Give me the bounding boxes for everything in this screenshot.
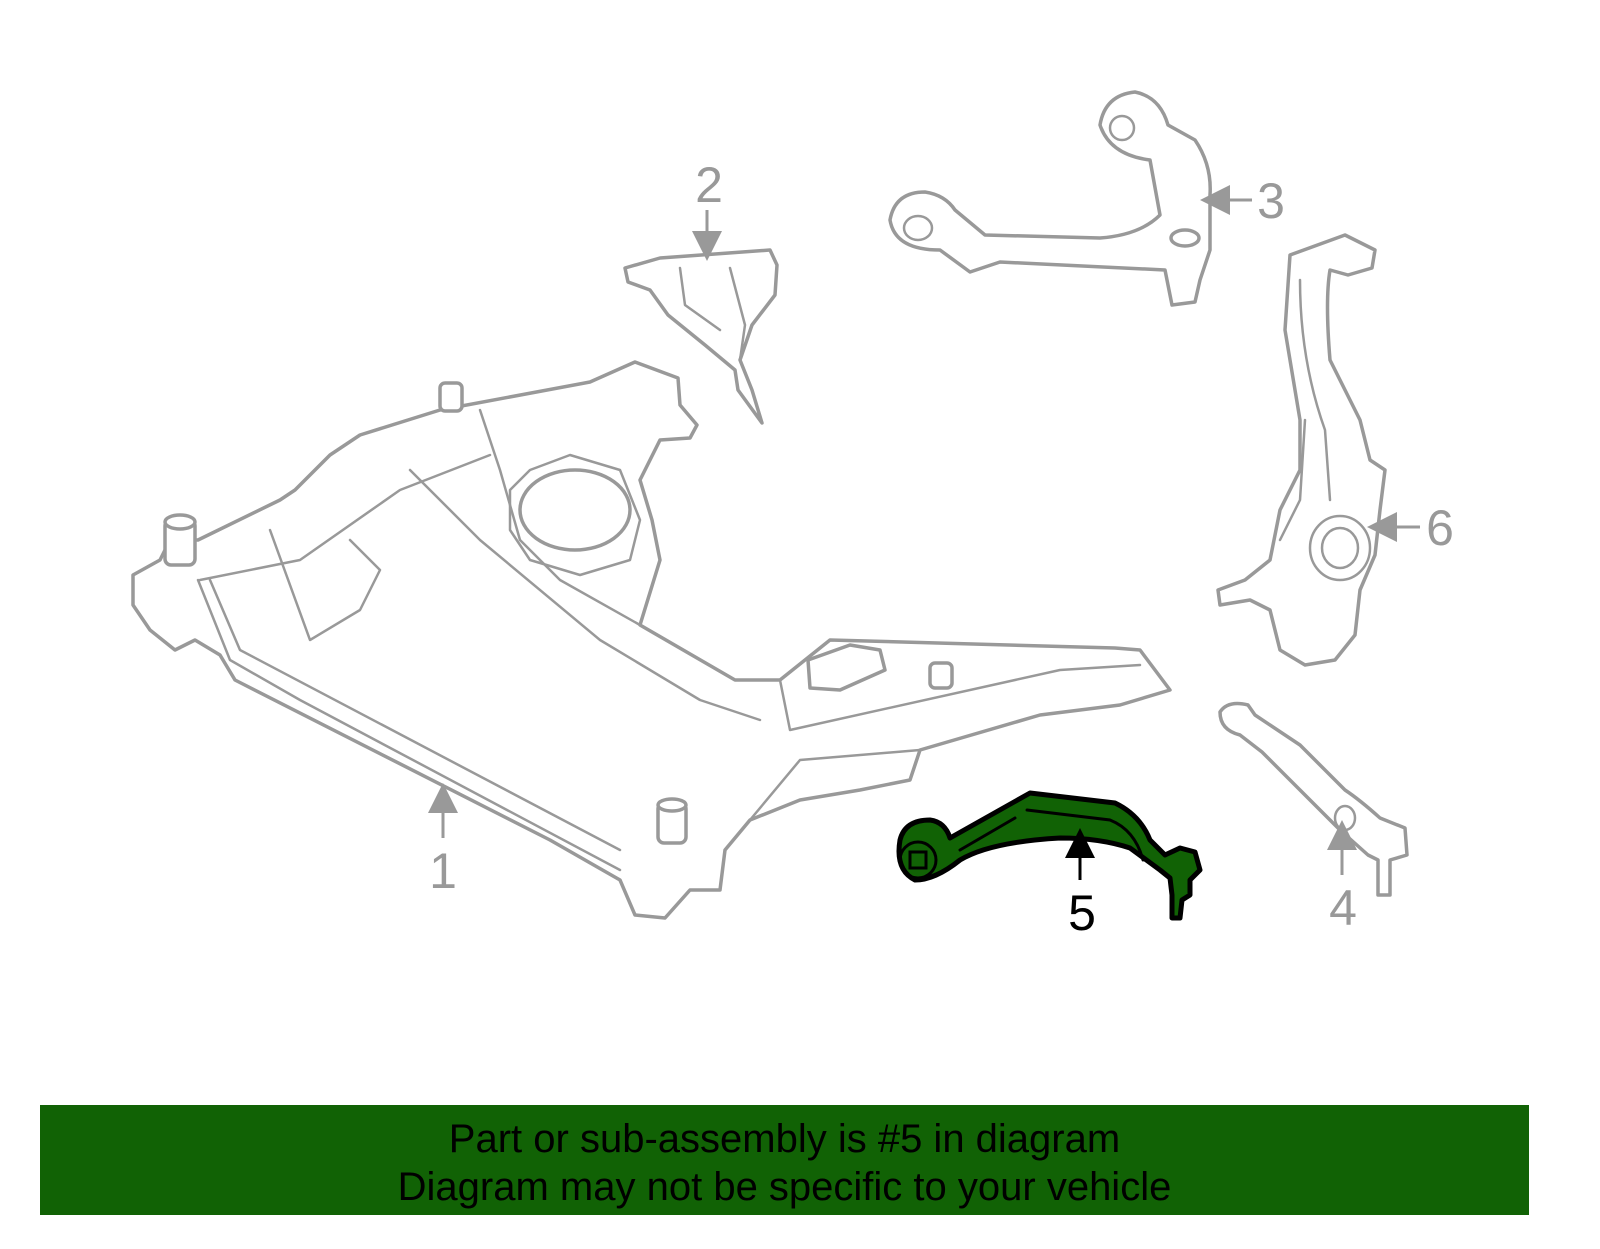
callout-label-5: 5 — [1068, 885, 1096, 941]
banner-line-1: Part or sub-assembly is #5 in diagram — [448, 1117, 1121, 1161]
callout-1: 1 — [428, 783, 458, 899]
bracket-part-2[interactable] — [623, 248, 779, 425]
callout-label-1: 1 — [429, 843, 457, 899]
callout-6: 6 — [1367, 500, 1454, 556]
callout-label-3: 3 — [1257, 173, 1285, 229]
callout-2: 2 — [692, 157, 723, 261]
callout-4: 4 — [1327, 820, 1357, 936]
lower-link-part-4[interactable] — [1218, 701, 1409, 897]
callout-3: 3 — [1200, 173, 1285, 229]
info-banner: Part or sub-assembly is #5 in diagram Di… — [40, 1105, 1529, 1215]
callout-label-6: 6 — [1426, 500, 1454, 556]
callout-label-2: 2 — [695, 157, 723, 213]
subframe-part-1[interactable] — [131, 360, 1172, 920]
banner-line-2: Diagram may not be specific to your vehi… — [397, 1165, 1172, 1209]
callout-5: 5 — [1065, 828, 1096, 941]
knuckle-part-6[interactable] — [1216, 233, 1387, 667]
upper-control-arm-part-3[interactable] — [888, 90, 1212, 307]
control-arm-part-5[interactable] — [896, 790, 1203, 921]
callout-label-4: 4 — [1329, 880, 1357, 936]
